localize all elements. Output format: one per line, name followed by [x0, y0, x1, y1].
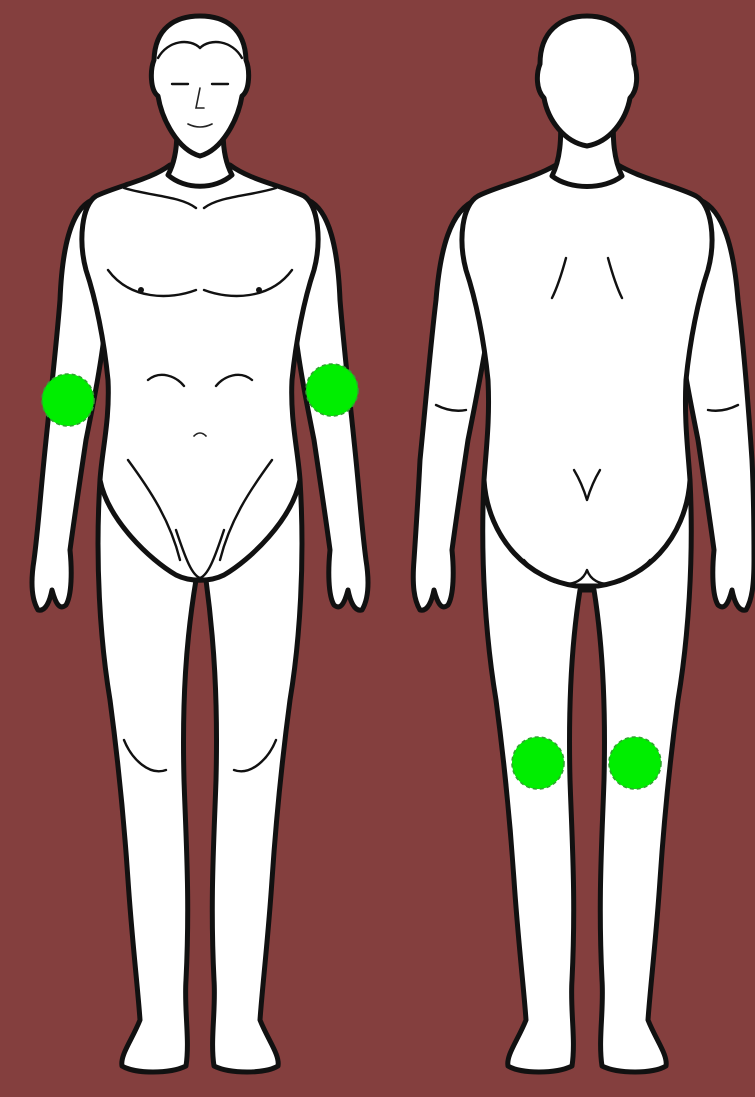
front-torso	[82, 165, 318, 580]
human-body-back-icon[interactable]	[413, 16, 754, 1072]
human-body-front-icon[interactable]	[32, 16, 368, 1072]
marker-back-left-knee[interactable]	[512, 737, 564, 789]
back-torso	[462, 165, 712, 586]
marker-back-right-knee[interactable]	[609, 737, 661, 789]
front-nipple-right	[138, 287, 144, 293]
marker-front-right-elbow[interactable]	[42, 374, 94, 426]
marker-front-left-elbow[interactable]	[306, 364, 358, 416]
front-nipple-left	[256, 287, 262, 293]
back-head	[537, 16, 636, 146]
front-head	[151, 16, 248, 156]
